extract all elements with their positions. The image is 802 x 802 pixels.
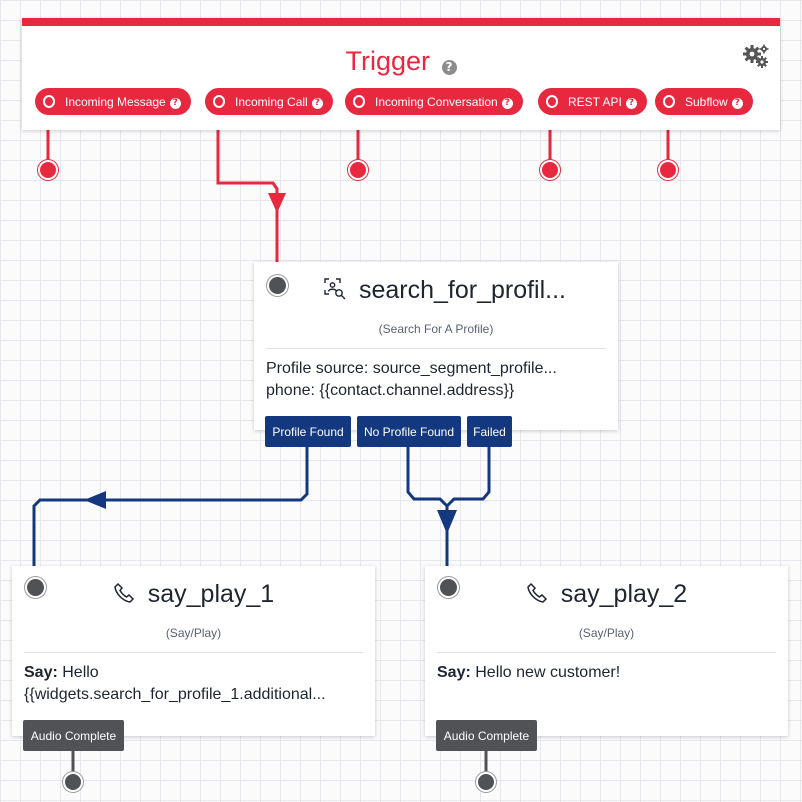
transition-label: Incoming Message: [65, 94, 166, 109]
transition-failed[interactable]: Failed: [467, 416, 512, 447]
wire-incoming-call: [216, 112, 279, 262]
question-circle-icon[interactable]: ?: [731, 94, 743, 109]
input-connector[interactable]: [440, 579, 457, 596]
profile-search-icon: [324, 276, 359, 304]
circle-icon: [546, 95, 558, 108]
transition-label: Incoming Conversation: [375, 94, 498, 109]
widget-type: (Say/Play): [578, 626, 635, 640]
endpoint-incoming-message[interactable]: [40, 162, 56, 178]
transition-incoming-call[interactable]: Incoming Call ?: [205, 88, 333, 115]
transition-audio-complete-2[interactable]: Audio Complete: [436, 720, 537, 751]
widget-search-for-profile[interactable]: search_for_profil... (Search For A Profi…: [254, 262, 618, 430]
trigger-widget[interactable]: Trigger ?: [22, 18, 780, 130]
phone-icon: [113, 580, 148, 608]
transition-label: Subflow: [685, 94, 728, 109]
question-circle-icon[interactable]: ?: [501, 94, 513, 109]
wire-arrow-say-play-2: [437, 510, 457, 534]
wire-arrow-profile-found: [84, 491, 106, 509]
endpoint-subflow[interactable]: [660, 162, 676, 178]
wire-no-profile-found: [406, 447, 449, 566]
detail-say: Say: Hello new customer!: [437, 662, 776, 684]
question-circle-icon[interactable]: ?: [169, 94, 181, 109]
transition-label: Incoming Call: [235, 94, 308, 109]
widget-say-play-1[interactable]: say_play_1 (Say/Play) Say: Hello {{widge…: [12, 566, 375, 736]
widget-say-play-2[interactable]: say_play_2 (Say/Play) Say: Hello new cus…: [425, 566, 788, 736]
circle-icon: [213, 95, 225, 108]
wire-arrow-incoming-call: [268, 193, 286, 213]
transition-no-profile-found[interactable]: No Profile Found: [357, 416, 461, 447]
widget-name: say_play_2: [560, 580, 688, 608]
wire-failed: [445, 447, 491, 508]
endpoint-audio-complete-2[interactable]: [478, 774, 494, 790]
transition-incoming-conversation[interactable]: Incoming Conversation ?: [345, 88, 523, 115]
trigger-title-row: Trigger ?: [22, 46, 780, 78]
widget-details: Profile source: source_segment_profile..…: [266, 358, 606, 402]
endpoint-rest-api[interactable]: [542, 162, 558, 178]
transition-subflow[interactable]: Subflow ?: [655, 88, 753, 115]
gears-icon[interactable]: [742, 42, 770, 75]
divider: [266, 348, 606, 349]
question-circle-icon[interactable]: ?: [311, 94, 323, 109]
widget-name: search_for_profil...: [358, 276, 566, 304]
say-label: Say:: [24, 664, 58, 681]
widget-details: Say: Hello {{widgets.search_for_profile_…: [24, 662, 363, 706]
widget-title-row: say_play_1: [12, 580, 375, 609]
widget-type: (Say/Play): [165, 626, 222, 640]
question-circle-icon[interactable]: ?: [441, 47, 457, 78]
widget-name: say_play_1: [147, 580, 275, 608]
circle-icon: [663, 95, 675, 108]
say-label: Say:: [437, 664, 471, 681]
transition-label: REST API: [568, 94, 622, 109]
transition-audio-complete-1[interactable]: Audio Complete: [23, 720, 124, 751]
transition-rest-api[interactable]: REST API ?: [538, 88, 647, 115]
question-circle-icon[interactable]: ?: [625, 94, 637, 109]
say-text-continued: {{widgets.search_for_profile_1.additiona…: [24, 686, 326, 703]
widget-type: (Search For A Profile): [378, 322, 494, 336]
widget-title-row: say_play_2: [425, 580, 788, 609]
widget-title-row: search_for_profil...: [254, 276, 618, 305]
circle-icon: [43, 95, 55, 108]
say-text: Hello: [57, 664, 99, 681]
endpoint-incoming-conversation[interactable]: [350, 162, 366, 178]
transition-profile-found[interactable]: Profile Found: [265, 416, 351, 447]
detail-profile-source: Profile source: source_segment_profile..…: [266, 360, 557, 377]
circle-icon: [353, 95, 365, 108]
input-connector[interactable]: [269, 277, 286, 294]
wire-profile-found: [32, 447, 309, 566]
detail-phone: phone: {{contact.channel.address}}: [266, 382, 515, 399]
divider: [24, 652, 363, 653]
detail-say: Say: Hello: [24, 662, 363, 684]
phone-icon: [526, 580, 561, 608]
widget-details: Say: Hello new customer!: [437, 662, 776, 684]
input-connector[interactable]: [27, 579, 44, 596]
say-text: Hello new customer!: [470, 664, 621, 681]
endpoint-audio-complete-1[interactable]: [65, 774, 81, 790]
transition-incoming-message[interactable]: Incoming Message ?: [35, 88, 191, 115]
trigger-title: Trigger: [345, 46, 430, 76]
divider: [437, 652, 776, 653]
